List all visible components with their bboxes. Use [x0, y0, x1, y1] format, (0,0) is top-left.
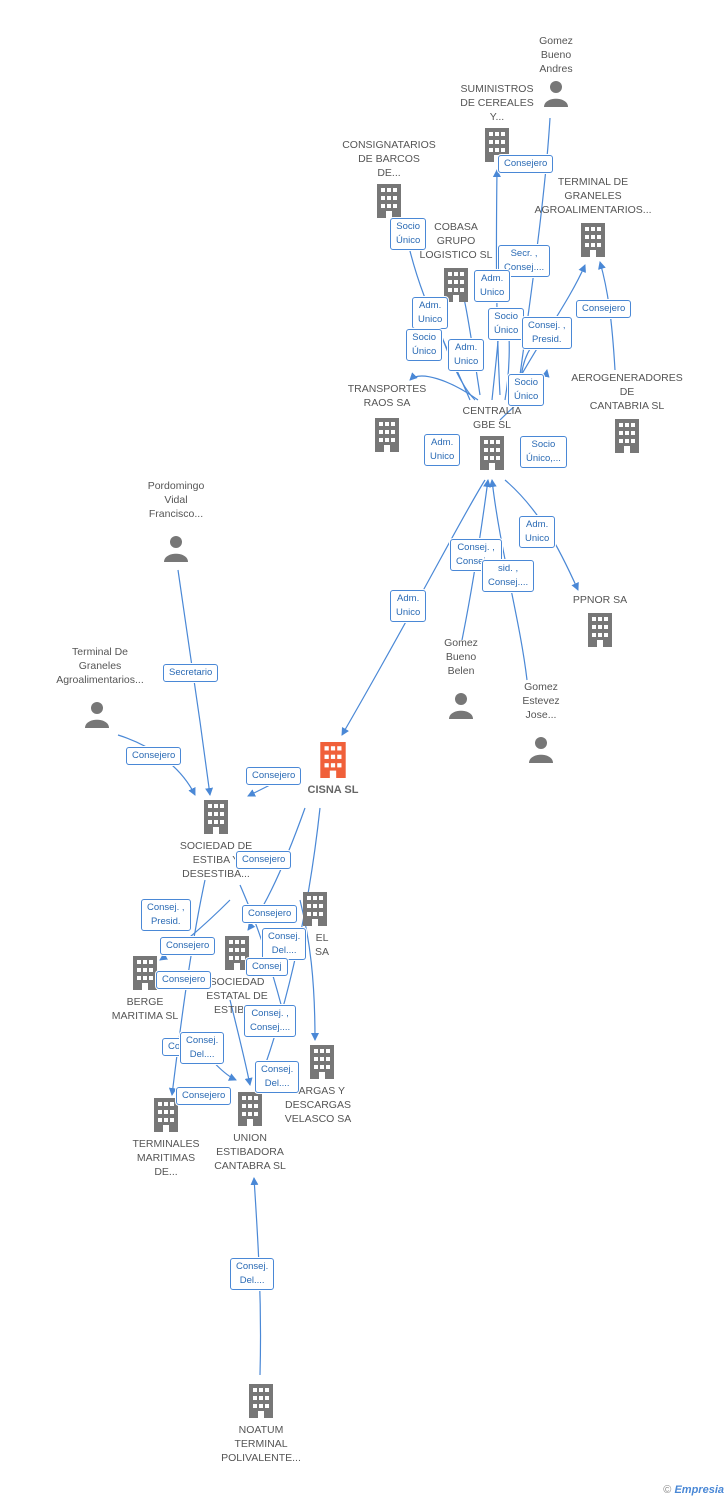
building-icon [133, 956, 157, 990]
node-label: COBASA GRUPO LOGISTICO SL [419, 221, 493, 261]
role-label[interactable]: Consej. , Presid. [522, 317, 572, 349]
footer-brand: © Empresia [663, 1484, 724, 1496]
person-gomez-bueno-andres[interactable]: Gomez Bueno Andres [520, 34, 592, 113]
role-label[interactable]: Consej. Del.... [230, 1258, 275, 1290]
company-berge-maritima[interactable]: BERGE MARITIMA SL [104, 956, 186, 1023]
person-icon [85, 702, 109, 728]
node-label: CISNA SL [307, 784, 359, 796]
building-icon [444, 268, 468, 302]
building-icon [204, 800, 228, 834]
copyright-symbol: © [663, 1484, 672, 1496]
company-consignatarios[interactable]: CONSIGNATARIOS DE BARCOS DE... [336, 138, 442, 223]
person-pordomingo[interactable]: Pordomingo Vidal Francisco... [130, 479, 222, 568]
role-label[interactable]: Consej [246, 958, 288, 976]
role-label[interactable]: Socio Único [390, 218, 427, 250]
role-label[interactable]: Socio Único [406, 329, 443, 361]
node-label: Pordomingo Vidal Francisco... [147, 480, 205, 520]
node-label: NOATUM TERMINAL POLIVALENTE... [221, 1424, 301, 1464]
person-gomez-bueno-belen[interactable]: Gomez Bueno Belen [426, 636, 496, 725]
company-aerogeneradores[interactable]: AEROGENERADORES DE CANTABRIA SL [568, 371, 686, 458]
role-label[interactable]: Consejero [236, 851, 292, 869]
node-label: BERGE MARITIMA SL [111, 996, 179, 1022]
building-icon [154, 1098, 178, 1132]
node-label: CARGAS Y DESCARGAS VELASCO SA [284, 1085, 352, 1125]
person-icon [164, 536, 188, 562]
person-icon [544, 81, 568, 107]
company-union-estibadora[interactable]: UNION ESTIBADORA CANTABRA SL [206, 1092, 294, 1173]
role-label[interactable]: Consej. Del.... [180, 1032, 225, 1064]
company-terminales-maritimas[interactable]: TERMINALES MARITIMAS DE... [126, 1098, 206, 1179]
node-label: PPNOR SA [572, 594, 628, 606]
role-label[interactable]: Consej. Del.... [255, 1061, 300, 1093]
node-label: Gomez Bueno Andres [539, 35, 573, 75]
node-label: TERMINALES MARITIMAS DE... [132, 1138, 200, 1178]
role-label[interactable]: Adm. Unico [412, 297, 449, 329]
role-label[interactable]: Adm. Unico [448, 339, 485, 371]
company-centralia-gbe[interactable]: CENTRALIA GBE SL [452, 404, 532, 475]
company-cisna-focus[interactable]: CISNA SL [300, 742, 366, 797]
node-label: Gomez Bueno Belen [444, 637, 478, 677]
person-icon [529, 737, 553, 763]
role-label[interactable]: Secretario [163, 664, 219, 682]
company-cobasa[interactable]: COBASA GRUPO LOGISTICO SL [410, 220, 502, 307]
building-icon [225, 936, 249, 970]
company-cargas-velasco[interactable]: CARGAS Y DESCARGAS VELASCO SA [276, 1045, 360, 1126]
building-icon [615, 419, 639, 453]
role-label[interactable]: Consejero [156, 971, 212, 989]
role-label[interactable]: Consejero [498, 155, 554, 173]
role-label[interactable]: Consejero [576, 300, 632, 318]
brand-logo[interactable]: Empresia [674, 1484, 724, 1496]
role-label[interactable]: Socio Único,... [520, 436, 567, 468]
person-gomez-estevez-jose[interactable]: Gomez Estevez Jose... [506, 680, 576, 769]
person-terminal-de-graneles[interactable]: Terminal De Graneles Agroalimentarios... [40, 645, 160, 734]
role-label[interactable]: Consejero [246, 767, 302, 785]
building-icon [320, 742, 346, 778]
node-label: TERMINAL DE GRANELES AGROALIMENTARIOS... [534, 176, 652, 216]
node-label: CENTRALIA GBE SL [462, 405, 522, 431]
company-sociedad-estiba[interactable]: SOCIEDAD DE ESTIBA Y DESESTIBA... [170, 800, 262, 881]
role-label[interactable]: Socio Único [508, 374, 545, 406]
company-ppnor[interactable]: PPNOR SA [562, 593, 638, 652]
building-icon [375, 418, 399, 452]
role-label[interactable]: Adm. Unico [519, 516, 556, 548]
role-label[interactable]: Consej. , Consej.... [244, 1005, 297, 1037]
role-label[interactable]: Socio Único [488, 308, 525, 340]
role-label[interactable]: Consejero [242, 905, 298, 923]
role-label[interactable]: sid. , Consej.... [482, 560, 535, 592]
company-hotel[interactable]: EL SA [290, 892, 340, 959]
node-label: SOCIEDAD DE ESTIBA Y DESESTIBA... [179, 840, 253, 880]
node-label: UNION ESTIBADORA CANTABRA SL [214, 1132, 286, 1172]
building-icon [310, 1045, 334, 1079]
person-icon [449, 693, 473, 719]
role-label[interactable]: Consej. , Presid. [141, 899, 191, 931]
node-label: Gomez Estevez Jose... [522, 681, 560, 721]
role-label[interactable]: Consejero [160, 937, 216, 955]
role-label[interactable]: Consejero [176, 1087, 232, 1105]
role-label[interactable]: Adm. Unico [390, 590, 427, 622]
company-terminal-graneles[interactable]: TERMINAL DE GRANELES AGROALIMENTARIOS... [532, 175, 654, 262]
node-label: Terminal De Graneles Agroalimentarios... [56, 646, 144, 686]
building-icon [588, 613, 612, 647]
company-sociedad-estatal[interactable]: SOCIEDAD ESTATAL DE ESTIBA... [196, 936, 278, 1017]
building-icon [581, 223, 605, 257]
node-label: SUMINISTROS DE CEREALES Y... [460, 83, 534, 123]
role-label[interactable]: Consejero [126, 747, 182, 765]
node-label: TRANSPORTES RAOS SA [347, 383, 427, 409]
role-label[interactable]: Adm. Unico [474, 270, 511, 302]
company-transportes-raos[interactable]: TRANSPORTES RAOS SA [340, 382, 434, 457]
building-icon [249, 1384, 273, 1418]
company-noatum[interactable]: NOATUM TERMINAL POLIVALENTE... [214, 1384, 308, 1465]
building-icon [238, 1092, 262, 1126]
building-icon [480, 436, 504, 470]
node-label: EL SA [314, 932, 329, 958]
node-label: CONSIGNATARIOS DE BARCOS DE... [342, 139, 436, 179]
building-icon [377, 184, 401, 218]
building-icon [303, 892, 327, 926]
role-label[interactable]: Adm. Unico [424, 434, 461, 466]
node-label: AEROGENERADORES DE CANTABRIA SL [571, 372, 683, 412]
role-label[interactable]: Consej. Del.... [262, 928, 307, 960]
